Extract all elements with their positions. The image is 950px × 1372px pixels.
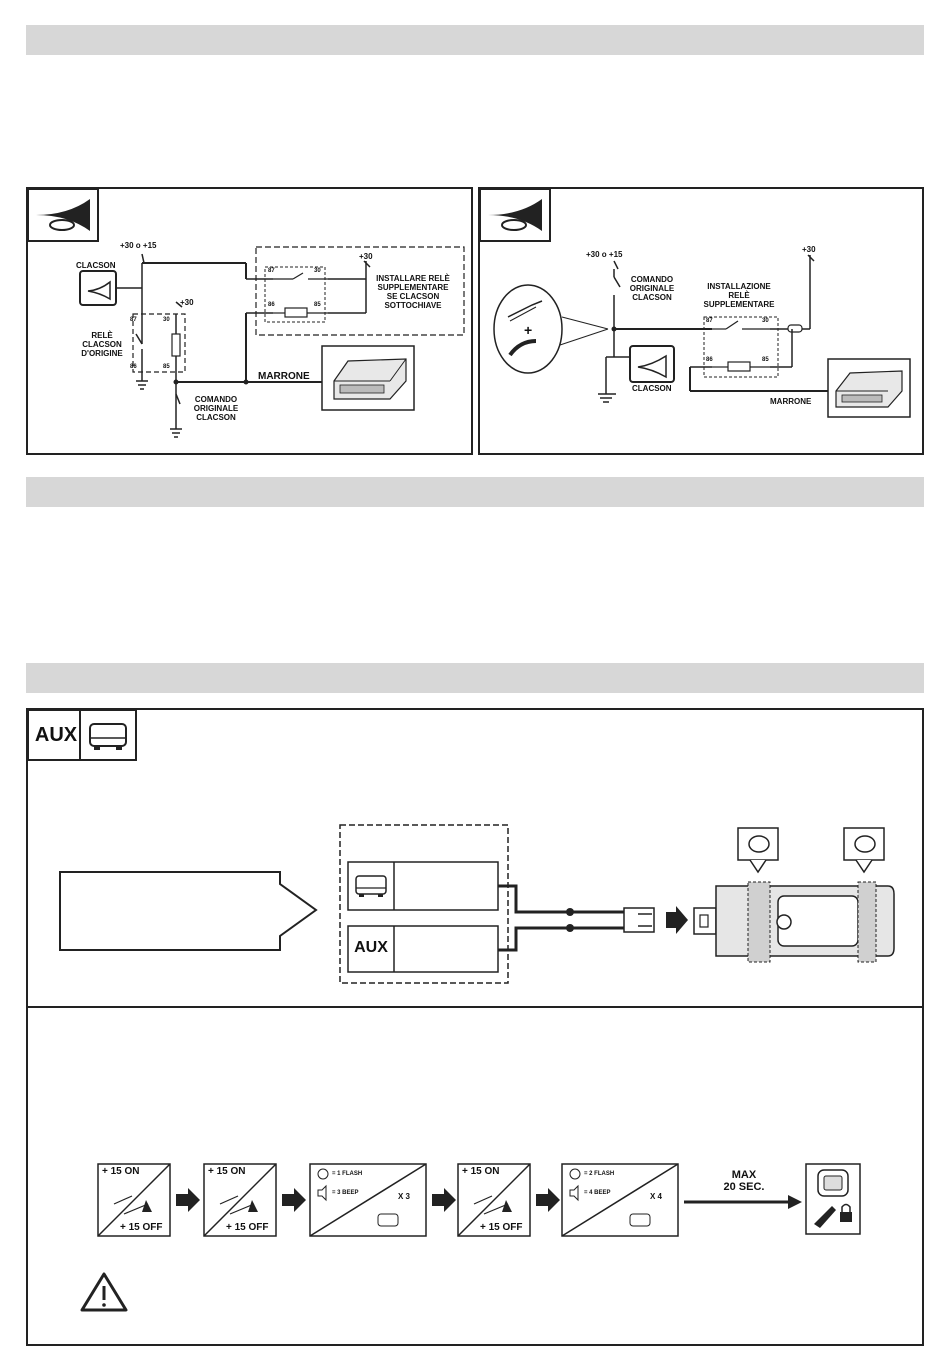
max-time-label: MAX 20 SEC. [723,1169,765,1193]
right-extra-supply-label: +30 [802,245,816,254]
left-relay-supply-label: +30 [180,298,194,307]
pin-label: 85 [163,364,170,370]
pin-label: 87 [268,268,275,274]
left-supply-label: +30 o +15 [120,241,157,250]
left-wire-label: MARRONE [258,371,310,382]
next-arrow-icon [176,1188,200,1212]
aux-connection-diagram [28,710,895,984]
section-header-bar-1 [26,25,924,55]
ignition-on-off-step [203,1163,277,1237]
step3-beep-label: = 3 BEEP [332,1190,359,1196]
horn-icon [36,199,90,231]
step2-off-label: + 15 OFF [226,1222,269,1233]
pin-label: 87 [130,317,137,323]
pin-label: 86 [706,357,713,363]
warning-icon [80,1272,128,1312]
pin-label: 30 [163,317,170,323]
input-arrow-box [59,871,318,951]
speaker-icon [569,1184,579,1202]
flash-icon [317,1168,329,1180]
left-original-relay-label: RELÈ CLACSON D'ORIGINE [81,331,123,358]
horn-wiring-panel-left: +30 o +15 CLACSON +30 RELÈ CLACSON D'ORI… [26,187,473,455]
control-unit-icon [835,370,903,408]
armed-result-box [805,1163,861,1235]
pin-label: 86 [130,364,137,370]
right-horn-label: CLACSON [632,384,672,393]
plus-sign: + [524,322,533,338]
procedure-panel: + 15 ON + 15 OFF + 15 ON + 15 OFF = 1 FL… [26,1006,924,1346]
signal-feedback-step [561,1163,679,1237]
ignition-on-off-step [97,1163,171,1237]
aux-badge-label: AUX [34,724,78,746]
horn-wiring-diagram-right [480,189,911,418]
siren-module-icon [89,723,127,750]
car-icon [629,1213,651,1227]
horn-wiring-diagram-left [28,189,465,438]
step4-off-label: + 15 OFF [480,1222,523,1233]
connector-plug [623,907,655,933]
pin-label: 85 [762,357,769,363]
section-header-bar-3 [26,663,924,693]
right-command-label: COMANDO ORIGINALE CLACSON [629,275,675,302]
next-arrow-icon [282,1188,306,1212]
right-wire-label: MARRONE [770,397,812,406]
step3-times-label: X 3 [398,1192,411,1201]
left-horn-label: CLACSON [76,261,116,270]
horn-icon [488,199,542,231]
siren-module-icon [355,875,387,897]
next-arrow-icon [432,1188,456,1212]
pin-label: 87 [706,318,713,324]
procedure-sequence [80,1163,861,1312]
pin-label: 30 [762,318,769,324]
section-header-bar-2 [26,477,924,507]
insert-arrow-icon [666,906,688,934]
pin-label: 85 [314,302,321,308]
flash-icon [569,1168,581,1180]
right-relay-title: INSTALLAZIONE RELÈ SUPPLEMENTARE [703,282,775,309]
control-unit-icon [333,358,407,400]
horn-wiring-panel-right: +30 o +15 COMANDO ORIGINALE CLACSON INST… [478,187,924,455]
siren-unit [693,827,895,963]
ignition-on-off-step [457,1163,531,1237]
step5-beep-label: = 4 BEEP [584,1190,611,1196]
signal-feedback-step [309,1163,427,1237]
step3-flash-label: = 1 FLASH [332,1171,363,1177]
left-install-note: INSTALLARE RELÈ SUPPLEMENTARE SE CLACSON… [376,274,450,310]
lock-icon [840,1212,852,1222]
fuse-icon [787,324,803,333]
pin-label: 30 [314,268,321,274]
left-extra-supply-label: +30 [359,252,373,261]
step1-on-label: + 15 ON [102,1166,140,1177]
key-icon [814,1206,836,1228]
selection-group [339,824,509,984]
pin-label: 86 [268,302,275,308]
aux-connection-panel: AUX AUX [26,708,924,1008]
step4-on-label: + 15 ON [462,1166,500,1177]
step5-times-label: X 4 [650,1192,663,1201]
car-icon [377,1213,399,1227]
left-command-label: COMANDO ORIGINALE CLACSON [193,395,239,422]
right-supply-label: +30 o +15 [586,250,623,259]
step2-on-label: + 15 ON [208,1166,246,1177]
step5-flash-label: = 2 FLASH [584,1171,615,1177]
step1-off-label: + 15 OFF [120,1222,163,1233]
long-arrow-icon [788,1195,802,1209]
speaker-icon [317,1184,327,1202]
aux-option-label[interactable]: AUX [354,939,388,956]
next-arrow-icon [536,1188,560,1212]
